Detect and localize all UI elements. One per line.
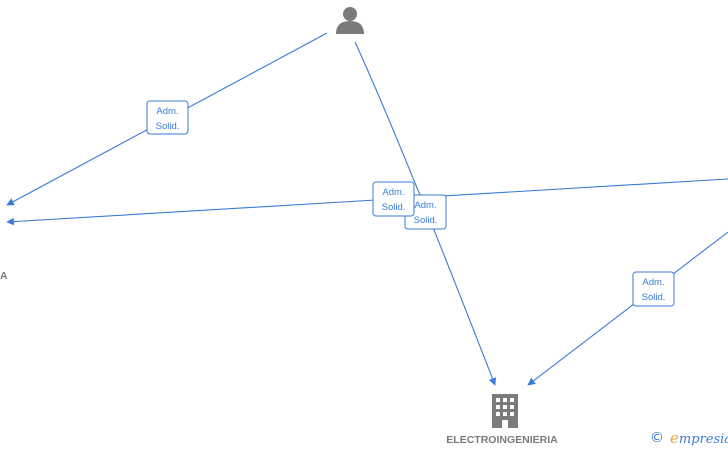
edge-label-line1: Adm. xyxy=(642,277,664,288)
edge-label-line1: Adm. xyxy=(414,200,436,211)
electroingenieria-node[interactable]: ELECTROINGENIERIA xyxy=(446,394,558,446)
empresia-watermark[interactable]: © empresia xyxy=(650,428,728,448)
edge-right-to-left-company xyxy=(6,178,728,226)
left-company-label: A xyxy=(0,270,8,282)
edge-label-line1: Adm. xyxy=(156,106,178,117)
empresia-logo: empresia xyxy=(670,429,728,447)
person-icon xyxy=(336,7,364,34)
copyright-symbol: © xyxy=(650,430,664,446)
edge-label-line2: Solid. xyxy=(382,202,406,213)
edge-person-to-electroingenieria xyxy=(354,41,497,386)
edge-right-to-electroingenieria xyxy=(527,231,728,386)
electroingenieria-label: ELECTROINGENIERIA xyxy=(446,434,558,446)
edge-label-adm-solid[interactable]: Adm. Solid. xyxy=(632,271,675,307)
edge-label-line2: Solid. xyxy=(156,121,180,132)
left-company-node[interactable]: A xyxy=(0,270,8,282)
edge-label-line1: Adm. xyxy=(382,187,404,198)
edge-label-line2: Solid. xyxy=(642,292,666,303)
building-icon xyxy=(492,394,518,428)
edge-label-adm-solid[interactable]: Adm. Solid. xyxy=(372,181,415,217)
edge-label-adm-solid[interactable]: Adm. Solid. xyxy=(146,100,189,135)
edge-label-line2: Solid. xyxy=(414,215,438,226)
person-node[interactable] xyxy=(336,7,364,34)
